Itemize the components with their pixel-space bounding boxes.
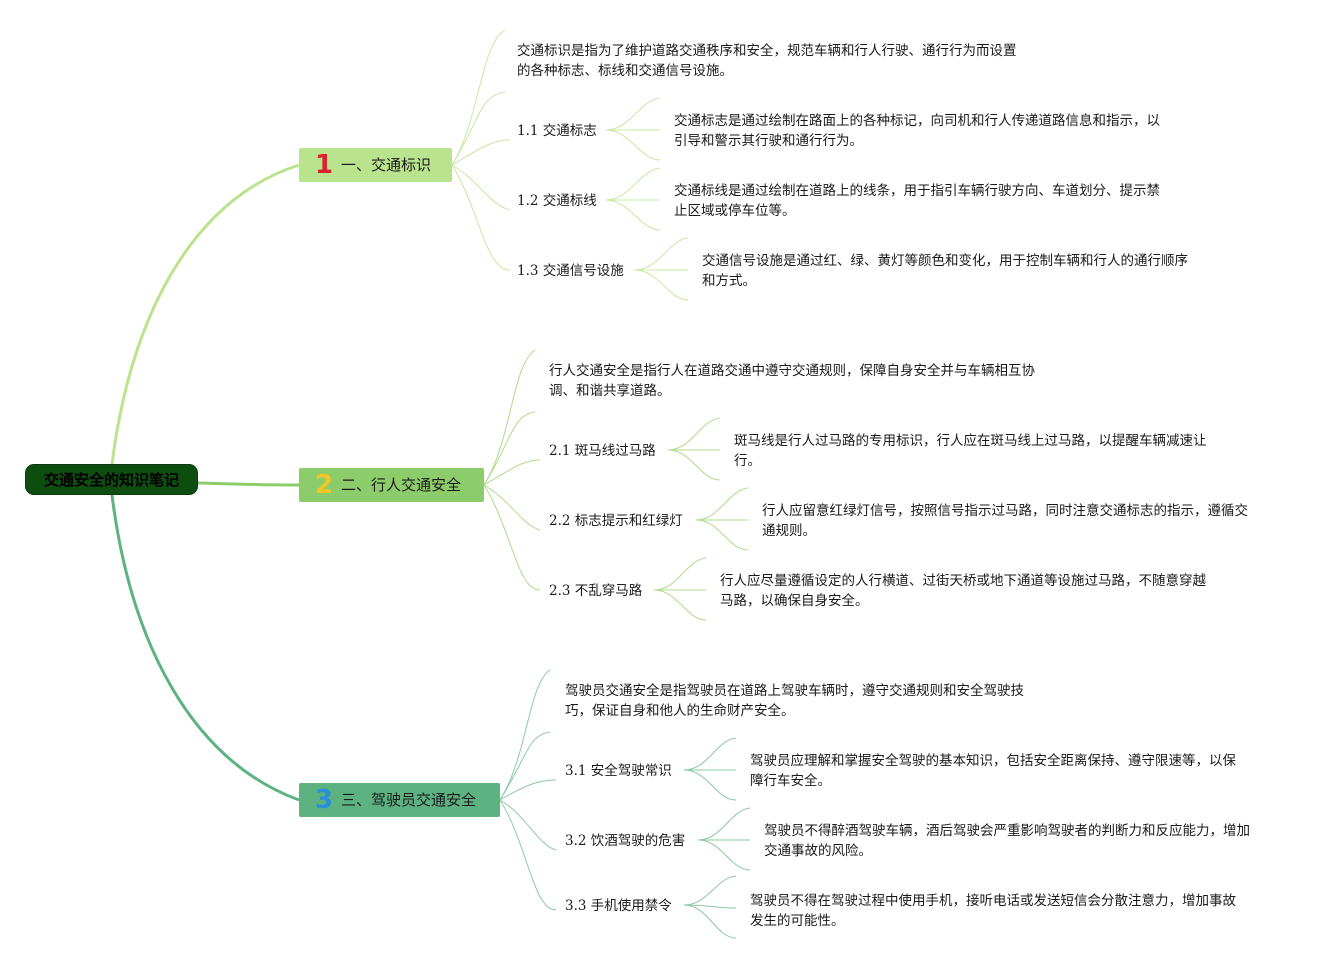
subtopic-2-2-desc[interactable]: 行人应留意红绿灯信号，按照信号指示过马路，同时注意交通标志的指示，遵循交通规则。 (762, 503, 1248, 539)
subtopic-2-3[interactable]: 2.3 不乱穿马路 (549, 583, 643, 599)
subtopic-1-3-desc[interactable]: 交通信号设施是通过红、绿、黄灯等颜色和变化，用于控制车辆和行人的通行顺序和方式。 (702, 253, 1188, 289)
subtopic-2-2[interactable]: 2.2 标志提示和红绿灯 (549, 513, 683, 529)
branch-3-intro[interactable]: 驾驶员交通安全是指驾驶员在道路上驾驶车辆时，遵守交通规则和安全驾驶技巧，保证自身… (565, 683, 1024, 719)
subtopic-2-1[interactable]: 2.1 斑马线过马路 (549, 443, 656, 459)
branch-1-intro[interactable]: 交通标识是指为了维护道路交通秩序和安全，规范车辆和行人行驶、通行行为而设置的各种… (517, 43, 1017, 79)
subtopic-3-3[interactable]: 3.3 手机使用禁令 (565, 898, 672, 914)
subtopic-1-1-desc[interactable]: 交通标志是通过绘制在路面上的各种标记，向司机和行人传递道路信息和指示，以引导和警… (674, 113, 1160, 149)
branch-label: 三、驾驶员交通安全 (341, 791, 477, 809)
branch-topic-2[interactable]: 2 二、行人交通安全 (299, 468, 484, 502)
subtopic-1-1[interactable]: 1.1 交通标志 (517, 123, 597, 139)
subtopic-1-3[interactable]: 1.3 交通信号设施 (517, 263, 624, 279)
subtopic-2-3-desc[interactable]: 行人应尽量遵循设定的人行横道、过街天桥或地下通道等设施过马路，不随意穿越马路，以… (720, 573, 1206, 609)
branch-topic-3[interactable]: 3 三、驾驶员交通安全 (299, 783, 500, 817)
branch-2-intro[interactable]: 行人交通安全是指行人在道路交通中遵守交通规则，保障自身安全并与车辆相互协调、和谐… (549, 363, 1035, 399)
subtopic-3-2-desc[interactable]: 驾驶员不得醉酒驾驶车辆，酒后驾驶会严重影响驾驶者的判断力和反应能力，增加交通事故… (764, 823, 1250, 859)
subtopic-3-1[interactable]: 3.1 安全驾驶常识 (565, 763, 672, 779)
subtopic-1-2-desc[interactable]: 交通标线是通过绘制在道路上的线条，用于指引车辆行驶方向、车道划分、提示禁止区域或… (674, 183, 1160, 219)
number-1-icon: 1 (315, 150, 334, 180)
branch-label: 二、行人交通安全 (341, 476, 462, 494)
subtopic-1-2[interactable]: 1.2 交通标线 (517, 193, 597, 209)
number-3-icon: 3 (315, 785, 334, 815)
subtopic-3-1-desc[interactable]: 驾驶员应理解和掌握安全驾驶的基本知识，包括安全距离保持、遵守限速等，以保障行车安… (750, 753, 1236, 789)
branch-topic-1[interactable]: 1 一、交通标识 (299, 148, 452, 182)
subtopic-3-2[interactable]: 3.2 饮酒驾驶的危害 (565, 833, 686, 849)
root-topic[interactable]: 交通安全的知识笔记 (25, 464, 198, 495)
subtopic-3-3-desc[interactable]: 驾驶员不得在驾驶过程中使用手机，接听电话或发送短信会分散注意力，增加事故发生的可… (750, 893, 1236, 929)
number-2-icon: 2 (315, 470, 334, 500)
subtopic-2-1-desc[interactable]: 斑马线是行人过马路的专用标识，行人应在斑马线上过马路，以提醒车辆减速让行。 (734, 433, 1207, 469)
branch-label: 一、交通标识 (341, 156, 432, 174)
